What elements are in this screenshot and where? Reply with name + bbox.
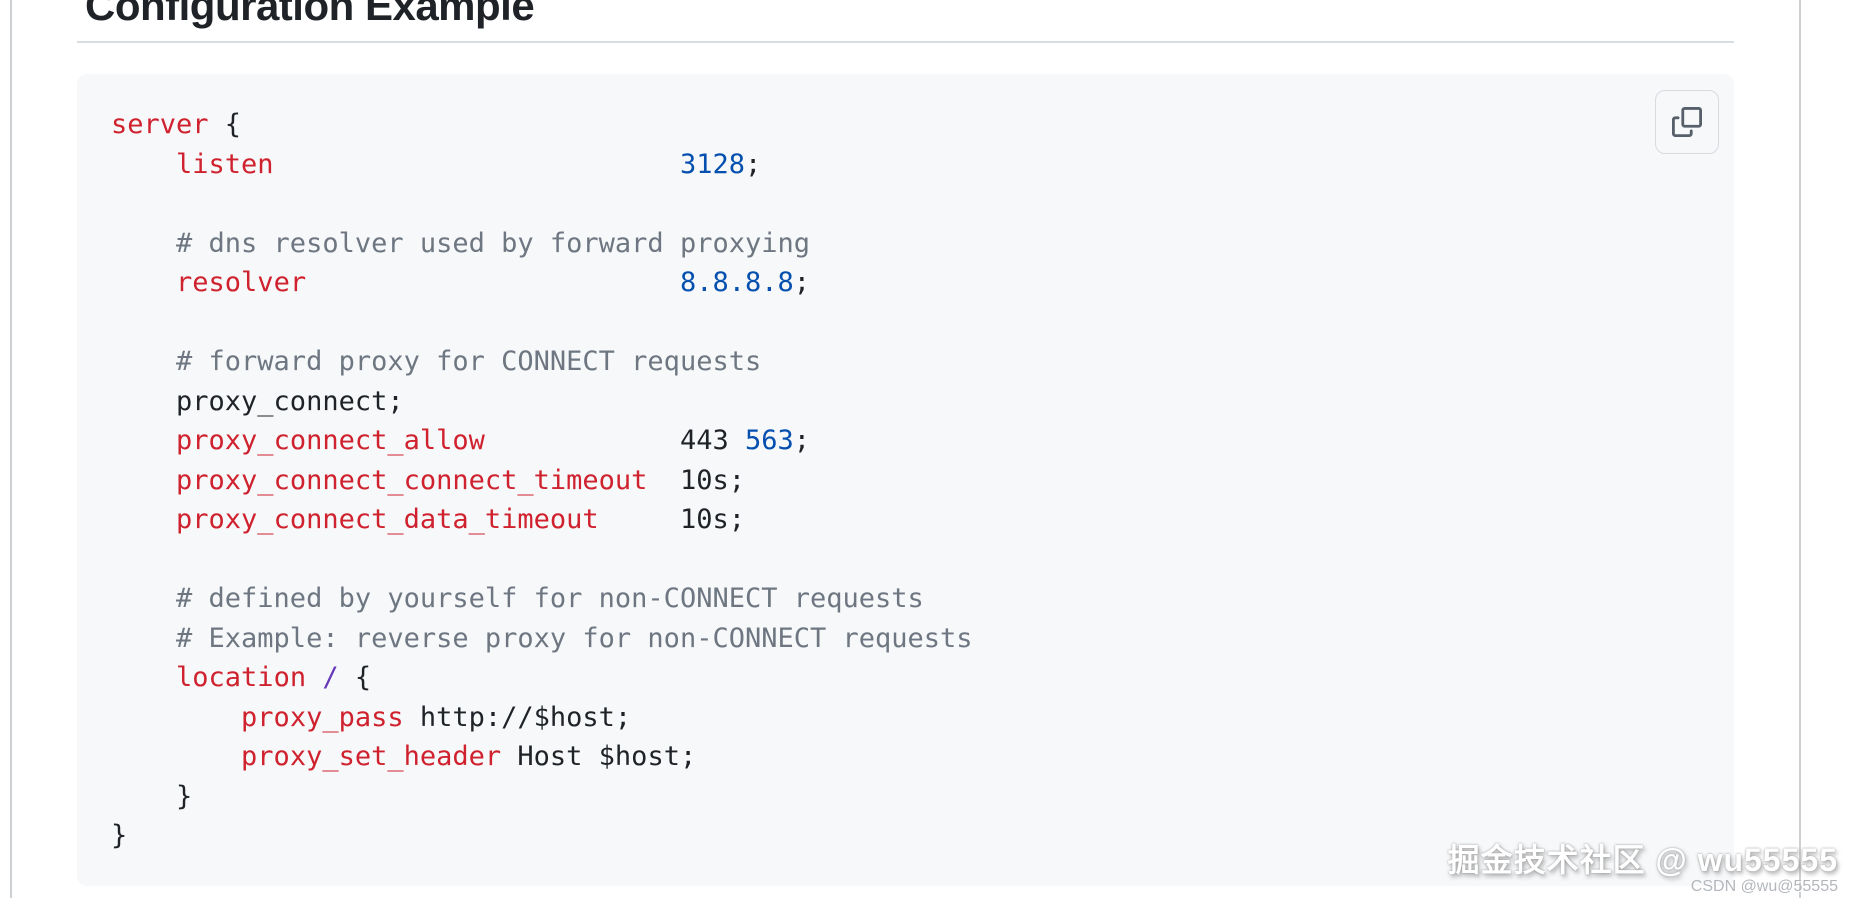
code-line: proxy_connect_data_timeout 10s;: [176, 504, 745, 535]
page-right-border: [1799, 0, 1801, 898]
code-line: [111, 184, 1714, 224]
code-line: # Example: reverse proxy for non-CONNECT…: [111, 622, 973, 654]
code-line: }: [111, 780, 193, 812]
code-line: proxy_connect;: [111, 385, 404, 417]
code-line: }: [111, 820, 128, 851]
code-line: proxy_set_header Host $host;: [241, 741, 697, 772]
code-block: server { listen 3128; # dns resolver use…: [77, 74, 1734, 886]
code-line: server {: [111, 109, 242, 140]
copy-icon: [1672, 107, 1702, 137]
page-title: Configuration Example: [85, 0, 535, 29]
code-line: location / {: [176, 662, 372, 693]
code-line: proxy_connect_connect_timeout 10s;: [176, 464, 745, 496]
code-line: listen 3128;: [176, 148, 762, 180]
code-line: proxy_connect_allow 443 563;: [176, 425, 811, 456]
code-line: proxy_pass http://$host;: [241, 701, 632, 733]
page-left-border: [10, 0, 12, 898]
readme-content: Configuration Example server { listen 31…: [77, 0, 1734, 886]
copy-button[interactable]: [1655, 90, 1719, 154]
code-content: server { listen 3128; # dns resolver use…: [111, 105, 1714, 856]
code-line: [111, 540, 1714, 580]
code-line: # defined by yourself for non-CONNECT re…: [111, 583, 924, 614]
code-line: [111, 303, 1714, 343]
code-line: # dns resolver used by forward proxying: [111, 227, 810, 259]
heading-divider: [77, 41, 1734, 43]
code-line: resolver 8.8.8.8;: [176, 267, 811, 298]
code-line: # forward proxy for CONNECT requests: [111, 346, 762, 377]
